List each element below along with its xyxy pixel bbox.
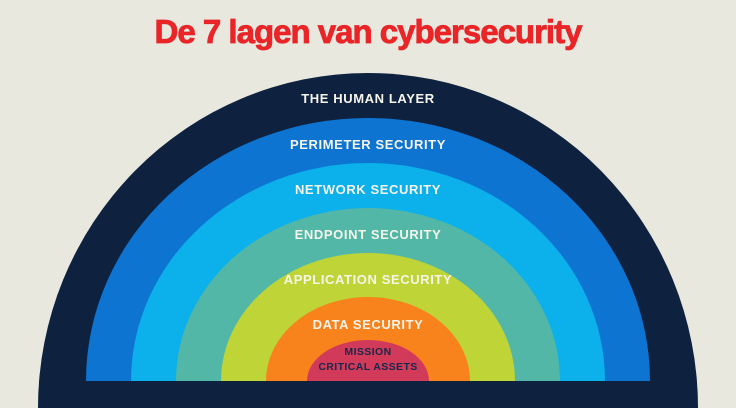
page-title: De 7 lagen van cybersecurity: [154, 13, 583, 51]
label-data-security: DATA SECURITY: [312, 317, 424, 332]
label-human-layer: THE HUMAN LAYER: [301, 91, 435, 106]
label-network-security: NETWORK SECURITY: [294, 182, 442, 197]
label-mission-critical-line2: CRITICAL ASSETS: [318, 361, 418, 373]
label-endpoint-security: ENDPOINT SECURITY: [294, 227, 442, 242]
label-mission-critical-line1: MISSION: [344, 346, 392, 358]
label-application-security: APPLICATION SECURITY: [283, 272, 453, 287]
label-perimeter-security: PERIMETER SECURITY: [290, 137, 446, 152]
